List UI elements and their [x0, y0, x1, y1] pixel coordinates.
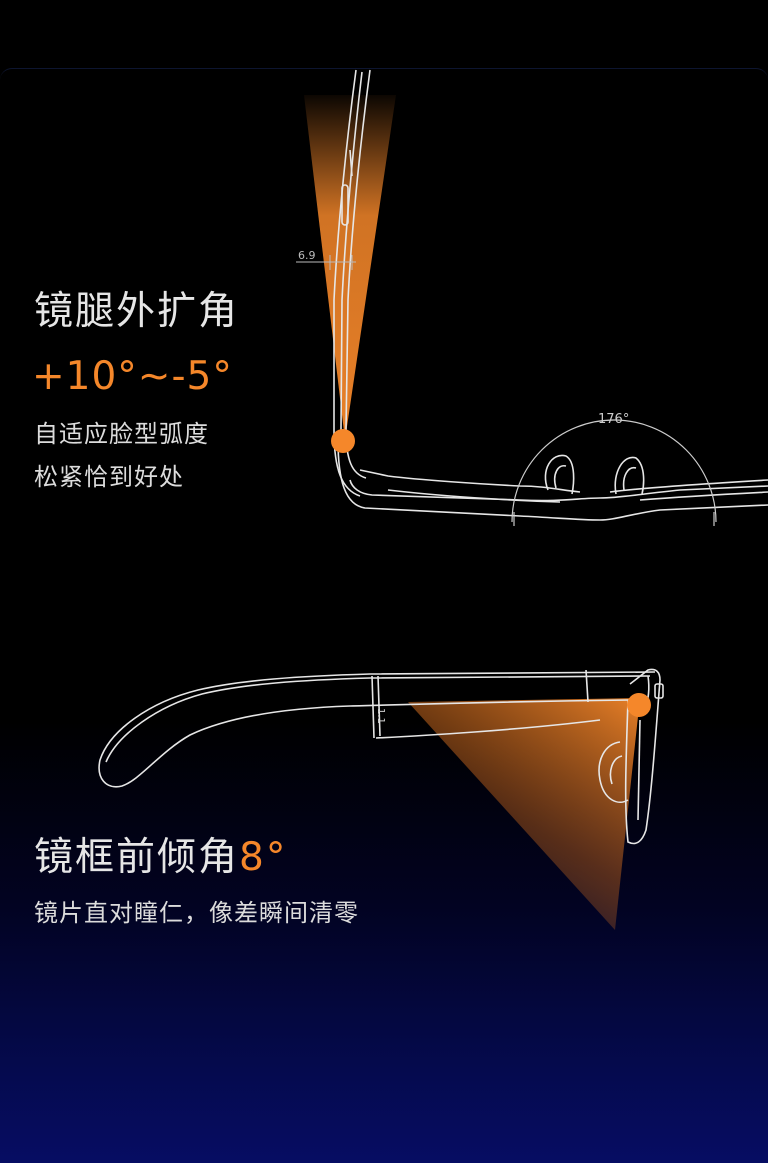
- temple-angle-desc-line2: 松紧恰到好处: [34, 463, 184, 491]
- tilt-angle-beam: [408, 698, 640, 930]
- bridge-angle-label: 176°: [598, 412, 629, 427]
- dimension-marker: [296, 255, 356, 270]
- temple-hinge-dot: [331, 429, 355, 453]
- bridge-angle-arc: [511, 419, 717, 526]
- temple-angle-title: 镜腿外扩角: [34, 289, 240, 334]
- frame-hinge-dot: [627, 693, 651, 717]
- temple-angle-value: +10°~-5°: [32, 354, 233, 399]
- dimension-label: 6.9: [298, 249, 316, 262]
- temple-arm-side-view: [98, 668, 664, 845]
- temple-marks-label: 1.1: [375, 708, 386, 724]
- front-tilt-angle-value: 8°: [239, 835, 288, 880]
- front-tilt-title: 镜框前倾角8°: [34, 826, 287, 882]
- card-panel: [0, 68, 768, 1163]
- temple-angle-desc-line1: 自适应脸型弧度: [34, 420, 209, 448]
- front-tilt-desc: 镜片直对瞳仁，像差瞬间清零: [34, 899, 359, 927]
- frame-top-view: [337, 439, 768, 521]
- front-tilt-title-text: 镜框前倾角: [34, 835, 240, 880]
